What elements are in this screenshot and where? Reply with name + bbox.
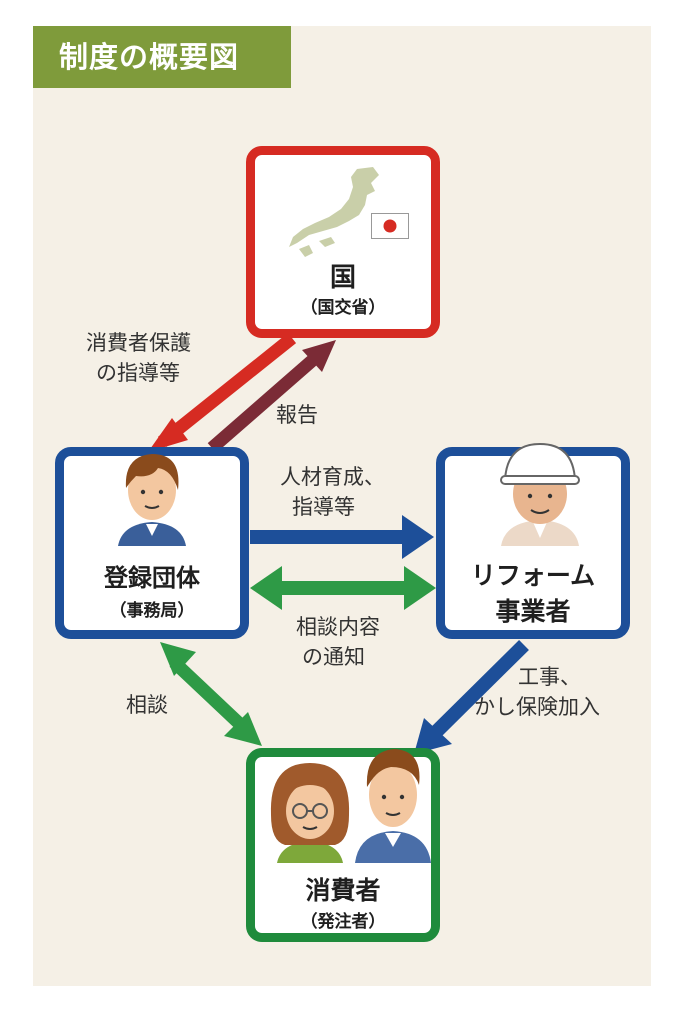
- arrow-consultation-notice: [250, 566, 436, 610]
- staff-person-icon: [118, 454, 186, 546]
- node-consumer-sub: （発注者）: [300, 912, 386, 932]
- node-registry-sub: （事務局）: [109, 601, 195, 621]
- arrow-construction: [414, 640, 529, 754]
- woman-person-icon: [270, 763, 350, 863]
- label-consultation-notice-line2: の通知: [302, 645, 365, 669]
- arrow-training: [250, 515, 434, 559]
- arrow-consumer-protection: [148, 332, 297, 452]
- node-reformer-name-line2: 事業者: [495, 597, 571, 626]
- label-construction-line2: かし保険加入: [474, 695, 600, 719]
- node-reformer: リフォーム 事業者: [436, 442, 630, 639]
- japan-map-icon: [289, 167, 379, 257]
- node-country: 国 （国交省）: [246, 146, 440, 338]
- node-consumer: 消費者 （発注者）: [246, 748, 440, 942]
- label-consumer-protection-line1: 消費者保護: [86, 331, 191, 355]
- label-construction-line1: 工事、: [518, 665, 581, 689]
- japan-flag-icon: [371, 213, 409, 239]
- worker-helmet-icon: [500, 442, 580, 546]
- label-consultation-notice-line1: 相談内容: [296, 615, 380, 639]
- node-country-sub: （国交省）: [300, 298, 386, 318]
- label-consumer-protection-line2: の指導等: [96, 361, 180, 385]
- node-country-name: 国: [329, 263, 356, 293]
- arrow-report: [207, 340, 336, 453]
- arrow-consultation: [160, 642, 262, 746]
- node-registry: 登録団体 （事務局）: [55, 447, 249, 639]
- label-training-line1: 人材育成、: [280, 465, 385, 489]
- node-reformer-name-line1: リフォーム: [470, 561, 596, 590]
- node-registry-name: 登録団体: [104, 564, 200, 592]
- label-consultation: 相談: [126, 693, 168, 717]
- diagram-title: 制度の概要図: [33, 26, 291, 88]
- man-person-icon: [355, 749, 431, 863]
- label-training-line2: 指導等: [292, 495, 355, 519]
- node-consumer-name: 消費者: [305, 876, 381, 905]
- label-report: 報告: [276, 403, 318, 427]
